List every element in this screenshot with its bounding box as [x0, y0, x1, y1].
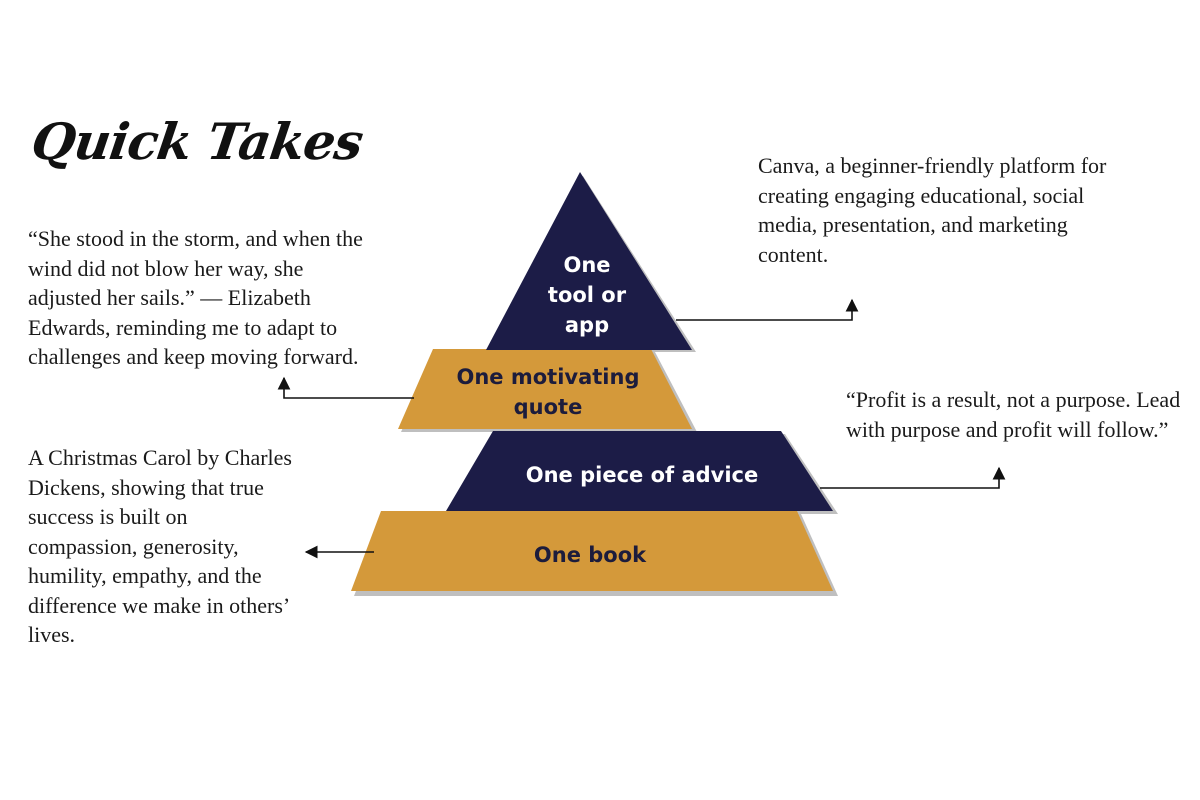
book-note: A Christmas Carol by Charles Dickens, sh…	[28, 445, 292, 647]
quote-connector-arrow	[277, 376, 414, 399]
level-book-label: One book	[534, 543, 647, 567]
quote-note: “She stood in the storm, and when the wi…	[28, 226, 363, 369]
tool-connector-arrow	[676, 298, 859, 321]
level-quote-label-2: quote	[514, 395, 583, 419]
level-advice-label: One piece of advice	[526, 463, 759, 487]
advice-note: “Profit is a result, not a purpose. Lead…	[846, 387, 1181, 442]
pyramid-level-tool	[486, 172, 692, 350]
level-tool-label-1: One	[563, 253, 610, 277]
tool-note: Canva, a beginner-friendly platform for …	[758, 153, 1107, 267]
level-tool-label-3: app	[565, 313, 609, 337]
pyramid-level-quote	[398, 349, 692, 429]
pyramid-level-advice	[446, 431, 833, 511]
advice-connector-arrow	[820, 466, 1006, 489]
level-quote-label-1: One motivating	[457, 365, 640, 389]
level-tool-label-2: tool or	[548, 283, 627, 307]
pyramid-level-book	[351, 511, 833, 591]
